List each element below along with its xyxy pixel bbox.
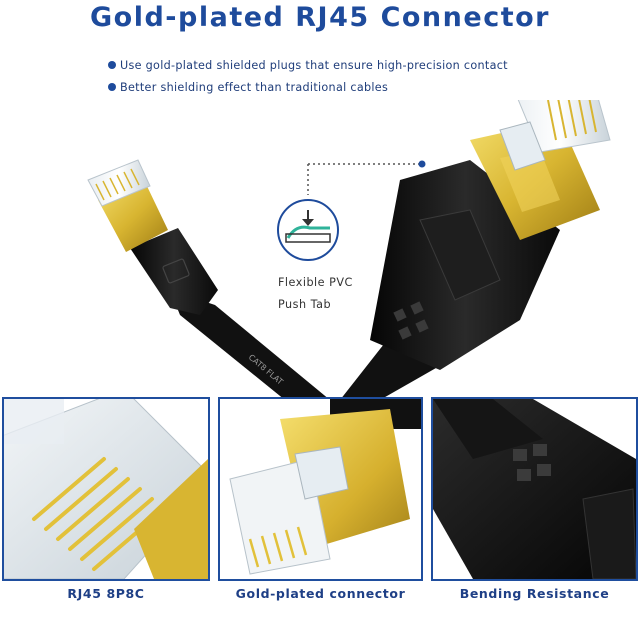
large-connector xyxy=(340,100,611,400)
feature-item: Use gold-plated shielded plugs that ensu… xyxy=(108,54,508,76)
feature-text: Use gold-plated shielded plugs that ensu… xyxy=(120,58,508,72)
feature-text: Better shielding effect than traditional… xyxy=(120,80,389,94)
rj45-closeup-image xyxy=(4,399,208,579)
callout-connector xyxy=(307,160,426,195)
panel-image-frame xyxy=(2,397,210,581)
hero-product-image: CAT8 FLAT xyxy=(87,100,611,400)
panel-image-frame xyxy=(431,397,638,581)
callout-line-2: Push Tab xyxy=(278,298,332,311)
panel-caption: Bending Resistance xyxy=(459,586,610,601)
gold-connector-closeup-image xyxy=(229,399,421,575)
panel-caption: Gold-plated connector xyxy=(235,586,406,601)
panel-bending: Bending Resistance xyxy=(431,397,638,621)
panel-image-frame xyxy=(218,397,423,581)
panel-rj45: RJ45 8P8C xyxy=(2,397,210,621)
push-tab-label: Flexible PVC Push Tab xyxy=(278,272,353,316)
panel-caption: RJ45 8P8C xyxy=(67,586,145,601)
push-tab-icon xyxy=(277,199,339,261)
panel-gold-connector: Gold-plated connector xyxy=(218,397,423,621)
bullet-dot-icon xyxy=(108,83,116,91)
callout-line-1: Flexible PVC xyxy=(278,276,353,289)
small-connector: CAT8 FLAT xyxy=(87,159,330,400)
feature-list: Use gold-plated shielded plugs that ensu… xyxy=(108,54,508,98)
bullet-dot-icon xyxy=(108,61,116,69)
page-title: Gold-plated RJ45 Connector xyxy=(90,2,550,33)
feature-item: Better shielding effect than traditional… xyxy=(108,76,508,98)
bending-closeup-image xyxy=(433,399,636,579)
